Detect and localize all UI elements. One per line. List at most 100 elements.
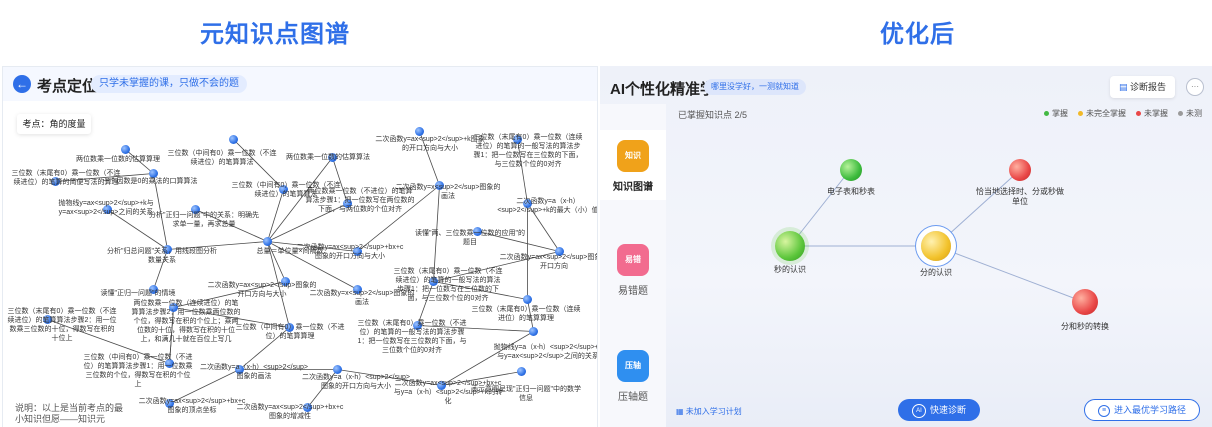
map-node-electronic-clock[interactable] xyxy=(840,159,862,181)
graph-node-label: 三位数（中间有0）乘一位数（不进位）的笔算算理 xyxy=(235,324,345,340)
more-icon[interactable]: ··· xyxy=(1186,78,1204,96)
graph-node-label: 二次函数y=a（x-h）<sup>2</sup>图象的画法 xyxy=(200,364,308,380)
graph-edge xyxy=(167,241,268,250)
graph-node[interactable] xyxy=(191,205,200,214)
graph-node[interactable] xyxy=(429,277,438,286)
graph-node[interactable] xyxy=(303,403,312,412)
graph-node[interactable] xyxy=(555,247,564,256)
learning-plan-label: 未加入学习计划 xyxy=(685,407,742,416)
graph-node[interactable] xyxy=(263,237,272,246)
graph-node[interactable] xyxy=(435,181,444,190)
graph-node-label: 两位数乘一位数（连续进位）的笔算算法步骤2：用一位数乘两位数的个位，得数写在积的… xyxy=(131,300,241,343)
graph-edge xyxy=(195,209,268,242)
graph-edge xyxy=(357,185,440,252)
sidebar-item-label: 压轴题 xyxy=(618,392,648,403)
diagnosis-report-button[interactable]: ▤ 诊断报告 xyxy=(1110,76,1176,98)
graph-node[interactable] xyxy=(413,321,422,330)
graph-node[interactable] xyxy=(523,199,532,208)
graph-edge xyxy=(125,149,154,174)
map-node-convert[interactable] xyxy=(1072,289,1098,315)
graph-node-label: 二次函数y=ax<sup>2</sup>+bx+c图象的增减性 xyxy=(236,404,344,420)
graph-node[interactable] xyxy=(343,199,352,208)
sidebar-item-knowledge-graph[interactable]: 知识 知识图谱 xyxy=(600,130,666,200)
graph-edge xyxy=(517,139,528,204)
quick-diagnosis-label: 快速诊断 xyxy=(929,405,966,415)
green-dot-icon xyxy=(1044,111,1049,116)
knowledge-graph-nodes: 两位数乘一位数的估算算理三位数（中间有0）乘一位数（不连续进位）的笔算算法两位数… xyxy=(3,67,598,427)
graph-node[interactable] xyxy=(229,135,238,144)
back-arrow-icon[interactable]: ← xyxy=(13,75,31,93)
graph-edge xyxy=(267,203,348,242)
optimal-path-button[interactable]: ≡进入最优学习路径 xyxy=(1084,399,1200,421)
graph-node-label: 二次函数y=x<sup>2</sup>图象的画法 xyxy=(395,184,501,200)
legend: 掌握 未完全掌握 未掌握 未测 xyxy=(1044,108,1202,119)
app-title: AI个性化精准学 xyxy=(610,81,716,98)
map-node-label: 秒的认识 xyxy=(774,265,806,274)
map-node-choose-unit[interactable] xyxy=(1009,159,1031,181)
graph-node[interactable] xyxy=(121,145,130,154)
map-node-minutes[interactable] xyxy=(921,231,951,261)
graph-node[interactable] xyxy=(281,277,290,286)
slogan-tag: 只学未掌握的课，只做不会的题 xyxy=(91,75,247,93)
graph-node-label: 二次函数y=ax<sup>2</sup>+k图象的开口方向与大小 xyxy=(375,136,485,152)
graph-node[interactable] xyxy=(43,315,52,324)
graph-node[interactable] xyxy=(437,381,446,390)
sidebar-item-error-prone[interactable]: 易错 易错题 xyxy=(600,244,666,297)
graph-node-label: 三位数（末尾有0）乘一位数（不进位）的笔算的一般写法的算法步骤1：把一位数写在三… xyxy=(357,320,467,354)
graph-node[interactable] xyxy=(333,365,342,374)
map-node-label: 恰当地选择时、分或秒做单位 xyxy=(976,187,1064,206)
legend-mastered: 掌握 xyxy=(1044,108,1068,119)
page-title: 考点定位 xyxy=(37,78,98,95)
graph-edge xyxy=(267,241,358,252)
graph-node[interactable] xyxy=(149,169,158,178)
graph-node-label: 三位数（末尾有0）乘一位数（不连续进位）的笔算的一般写法的算法步骤1：把一位数写… xyxy=(393,268,503,302)
right-header: 优化后 xyxy=(880,21,955,48)
graph-node[interactable] xyxy=(103,205,112,214)
map-node-seconds[interactable] xyxy=(775,231,805,261)
final-questions-icon: 压轴 xyxy=(617,350,649,382)
graph-node[interactable] xyxy=(328,153,337,162)
learning-plan-link[interactable]: ▦ 未加入学习计划 xyxy=(676,406,742,417)
graph-node-label: 读懂"两、三位数乘一位数的应用"的题目 xyxy=(415,230,525,246)
graph-node-label: 画示意图呈现"正归一问题"中的数学信息 xyxy=(471,386,581,402)
graph-node[interactable] xyxy=(169,303,178,312)
knowledge-map-edges xyxy=(789,169,1085,303)
graph-node[interactable] xyxy=(473,227,482,236)
graph-edge xyxy=(337,369,442,386)
graph-node-label: 二次函数y=ax<sup>2</sup>+bx+c与y=a（x-h）<sup>2… xyxy=(393,380,503,405)
graph-edge xyxy=(527,203,560,252)
graph-node[interactable] xyxy=(149,285,158,294)
graph-node[interactable] xyxy=(353,247,362,256)
graph-node[interactable] xyxy=(165,399,174,408)
graph-node[interactable] xyxy=(285,323,294,332)
graph-node[interactable] xyxy=(165,359,174,368)
graph-node[interactable] xyxy=(353,285,362,294)
graph-node[interactable] xyxy=(163,245,172,254)
graph-node-label: 二次函数y=ax<sup>2</sup>图象的开口方向与大小 xyxy=(207,282,317,298)
graph-edge xyxy=(169,369,240,404)
graph-node[interactable] xyxy=(235,365,244,374)
graph-node[interactable] xyxy=(51,177,60,186)
graph-node[interactable] xyxy=(517,367,526,376)
graph-edge xyxy=(173,307,290,328)
graph-edge xyxy=(417,325,534,332)
graph-node-label: 二次函数y=ax<sup>2</sup>+bx+c图象的顶点坐标 xyxy=(138,398,246,414)
graph-edge xyxy=(477,231,560,252)
graph-node-label: 总量＝单位量×间隔数 xyxy=(256,248,324,255)
graph-edge xyxy=(267,157,333,242)
graph-node[interactable] xyxy=(513,135,522,144)
graph-edge xyxy=(527,299,534,332)
graph-node[interactable] xyxy=(529,327,538,336)
graph-edge xyxy=(417,281,434,326)
report-icon: ▤ xyxy=(1119,82,1131,92)
error-prone-icon: 易错 xyxy=(617,244,649,276)
graph-node-label: 抛物线y=a（x-h）<sup>2</sup>+k与y=ax<sup>2</su… xyxy=(493,344,598,360)
graph-edge xyxy=(173,281,286,308)
sidebar-item-final-questions[interactable]: 压轴 压轴题 xyxy=(600,350,666,403)
graph-node[interactable] xyxy=(523,295,532,304)
graph-node-label: 三位数（末尾有0）乘一位数（不连续进位）的笔算的简便写法的算理 xyxy=(11,170,121,186)
graph-node[interactable] xyxy=(415,127,424,136)
legend-partial: 未完全掌握 xyxy=(1078,108,1126,119)
graph-node[interactable] xyxy=(279,185,288,194)
